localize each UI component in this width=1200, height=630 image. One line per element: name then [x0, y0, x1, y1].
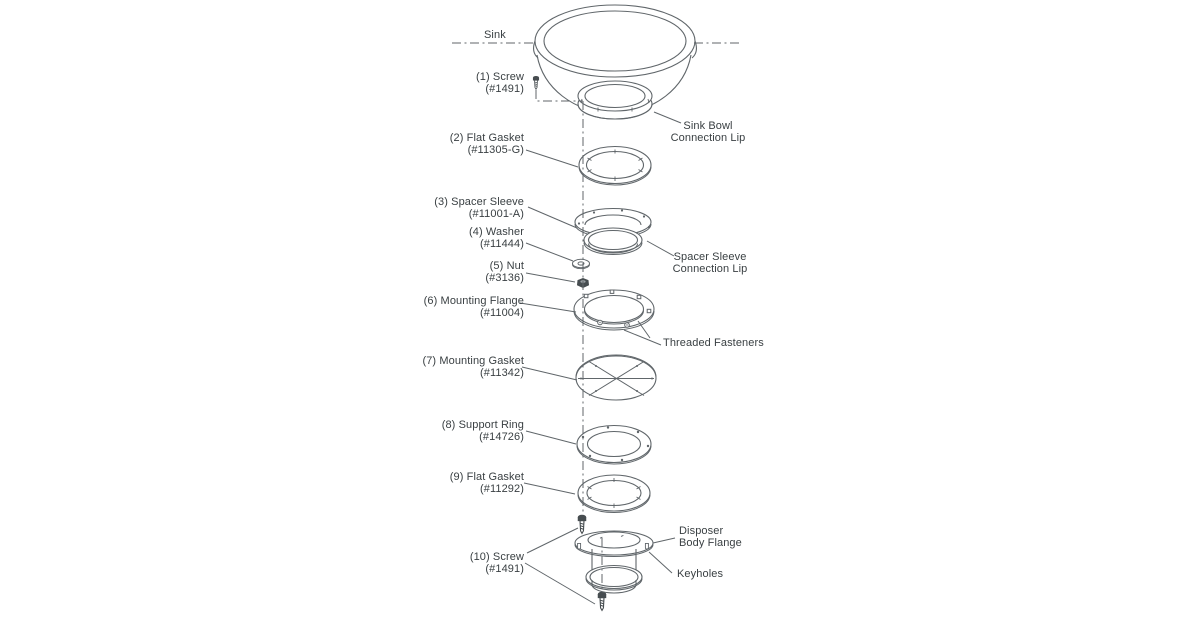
part-label-6-mounting-flange: (6) Mounting Flange (#11004)	[423, 295, 524, 319]
callout-threaded-fasteners: Threaded Fasteners	[663, 337, 764, 349]
sink-label-text: Sink	[484, 29, 506, 41]
callout-disposer-body-flange: Disposer Body Flange	[679, 525, 742, 549]
part-label-9-flat-gasket: (9) Flat Gasket (#11292)	[449, 471, 524, 495]
centerlines	[452, 42, 741, 591]
mounting-gasket-drawing	[575, 354, 657, 401]
part-label-8-support-ring: (8) Support Ring (#14726)	[441, 419, 524, 443]
threaded-fasteners-drawing	[583, 289, 652, 328]
mounting-flange-drawing	[573, 289, 655, 331]
keyholes-drawing	[577, 542, 649, 550]
callout-keyholes: Keyholes	[677, 568, 724, 580]
callout-spacer-sleeve-connection-lip: Spacer Sleeve Connection Lip	[672, 251, 748, 275]
part-label-4-washer: (4) Washer (#11444)	[469, 226, 524, 250]
sink-bowl-drawing	[532, 4, 698, 120]
part-label-10-screw: (10) Screw (#1491)	[469, 551, 524, 575]
leader-lines	[519, 111, 682, 605]
part-label-5-nut: (5) Nut (#3136)	[485, 260, 524, 284]
part-label-3-spacer-sleeve: (3) Spacer Sleeve (#11001-A)	[434, 196, 524, 220]
disposer-body-flange-drawing	[574, 530, 654, 594]
flat-gasket-9-drawing	[577, 474, 651, 513]
screw-10-upper-drawing	[577, 514, 587, 534]
spacer-sleeve-drawing	[574, 207, 652, 255]
sink-bowl-connection-lip-drawing	[577, 80, 653, 120]
part-label-1-screw: (1) Screw (#1491)	[476, 71, 524, 95]
support-ring-drawing	[576, 424, 652, 465]
flat-gasket-2-drawing	[578, 145, 652, 186]
screw-10-lower-drawing	[597, 591, 607, 611]
part-label-2-flat-gasket: (2) Flat Gasket (#11305-G)	[449, 132, 524, 156]
screw-1-drawing	[532, 75, 540, 90]
washer-drawing	[572, 258, 590, 270]
sink-axis-label: Sink	[484, 29, 506, 41]
part-label-7-mounting-gasket: (7) Mounting Gasket (#11342)	[422, 355, 524, 379]
callout-sink-bowl-connection-lip: Sink Bowl Connection Lip	[670, 120, 746, 144]
spacer-sleeve-connection-lip-drawing	[583, 227, 643, 255]
